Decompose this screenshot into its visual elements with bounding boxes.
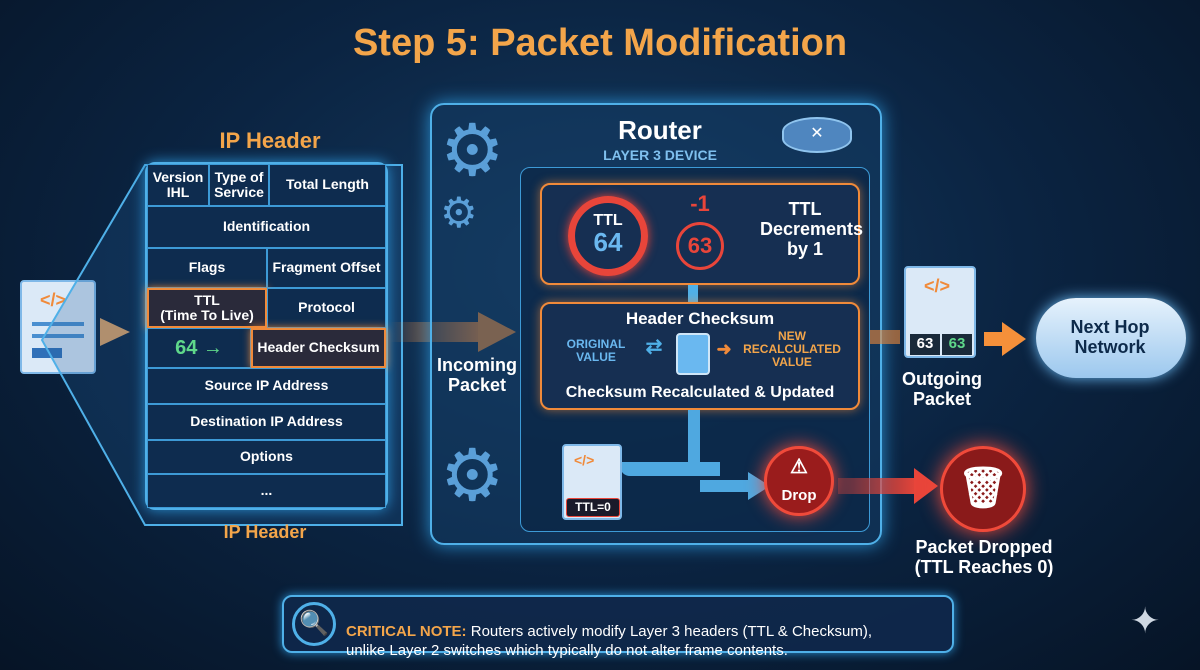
incoming-packet-label: Incoming Packet [437,355,517,395]
warning-icon: ⚠ [790,456,808,478]
next-hop-arrow [984,332,1004,346]
critical-note-text: CRITICAL NOTE: Routers actively modify L… [346,602,946,661]
ttl-zero-label: TTL=0 [566,498,620,518]
field-options: Options [147,440,386,474]
ip-header-bottom-label: IP Header [223,522,307,542]
gear-icon: ⚙ [440,111,505,191]
ttl-value: 64 → [147,328,251,368]
ttl-delta: -1 [690,191,710,216]
drop-label: Drop [781,487,817,504]
outgoing-packet-label: Outgoing Packet [902,369,982,409]
magnifier-icon: 🔍 [292,602,336,646]
drop-circle [764,446,834,516]
to-trash-arrow [838,478,918,494]
critical-note-body: Routers actively modify Layer 3 headers … [346,622,872,660]
field-destination-ip: Destination IP Address [147,404,386,440]
gear-icon: ⚙ [440,189,478,236]
gear-icon: ⚙ [440,436,505,516]
field-tos: Type of Service [209,164,269,206]
flow-pipe [688,410,700,470]
arrow-to-header [100,318,130,346]
ttl-new-value: 63 [676,222,724,270]
ip-header-table: Version IHL Type of Service Total Length… [145,162,388,510]
swap-arrows-icon: ⇄ [645,336,663,358]
field-protocol: Protocol [267,288,386,328]
field-version: Version IHL [147,164,209,206]
field-ttl: TTL (Time To Live) [147,288,267,328]
field-flags: Flags [147,248,267,288]
packet-dropped-label: Packet Dropped (TTL Reaches 0) [914,537,1054,577]
packet-document-icon: </> [20,280,96,374]
to-trash-arrow-head [914,468,938,504]
critical-note [282,595,954,653]
calculator-icon [676,333,710,375]
outgoing-arrow [870,330,900,344]
page-title: Step 5: Packet Modification [352,22,848,64]
field-total-length: Total Length [269,164,386,206]
checksum-footer: Checksum Recalculated & Updated [565,384,835,401]
field-source-ip: Source IP Address [147,368,386,404]
ttl-label: TTL [593,212,623,229]
flow-pipe [620,462,720,476]
ttl-decrement-text: TTL Decrements by 1 [760,199,864,259]
field-identification: Identification [147,206,386,248]
arrow-right-icon: ➜ [716,339,732,359]
field-header-checksum: Header Checksum [251,328,386,368]
checksum-original: ORIGINAL VALUE [566,337,626,365]
outgoing-checksum-value: 63 [942,334,972,355]
next-hop-label: Next Hop Network [1070,317,1150,357]
critical-note-prefix: CRITICAL NOTE: [346,622,467,640]
field-fragment-offset: Fragment Offset [267,248,386,288]
next-hop-arrow-head [1002,322,1026,356]
ip-header-title: IP Header [219,128,321,153]
connector [688,285,698,303]
router-device-icon: ✕ [782,117,852,153]
outgoing-ttl-value: 63 [910,334,940,355]
router-title: Router [618,115,702,145]
router-subtitle: LAYER 3 DEVICE [603,147,717,163]
cloud-icon [1036,298,1186,378]
sparkle-icon: ✦ [1130,600,1161,641]
checksum-title: Header Checksum [625,309,775,328]
checksum-new: NEW RECALCULATED VALUE [743,329,841,370]
trash-icon: 🗑 [940,446,1026,532]
ttl-old-value: 64 [593,227,623,257]
drop-arrow [700,480,750,492]
cycle-arrows-icon [568,196,648,276]
field-more: ... [147,474,386,508]
